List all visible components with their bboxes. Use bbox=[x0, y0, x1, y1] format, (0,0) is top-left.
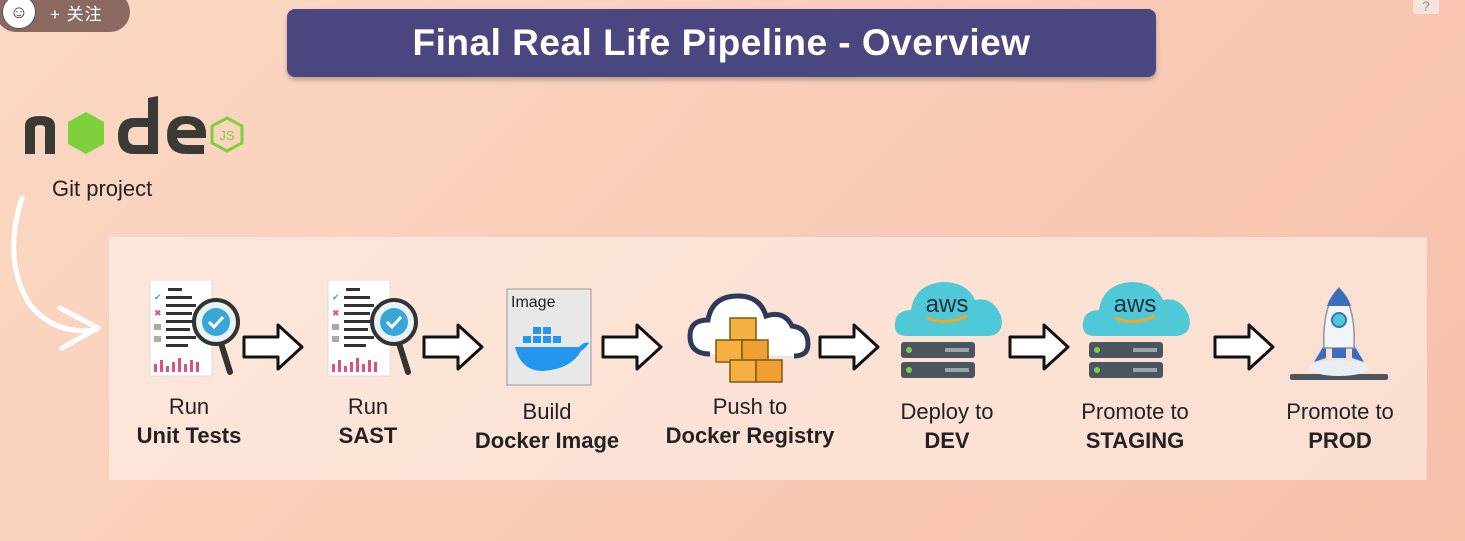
cloud-registry-icon bbox=[687, 293, 811, 383]
arrow-right-icon bbox=[242, 323, 304, 371]
step-label-line1: Deploy to bbox=[900, 399, 994, 424]
step-promote-prod: Promote to PROD bbox=[1260, 397, 1420, 455]
step-label-line1: Promote to bbox=[1081, 399, 1189, 424]
step-label-line1: Run bbox=[347, 394, 389, 419]
step-label-line1: Push to bbox=[712, 394, 788, 419]
aws-caption: aws bbox=[926, 291, 969, 318]
aws-server-icon: aws bbox=[894, 282, 1002, 378]
arrow-right-icon bbox=[1008, 323, 1070, 371]
page-title: Final Real Life Pipeline - Overview bbox=[412, 22, 1031, 63]
step-build-docker-image: Build Docker Image bbox=[457, 397, 637, 455]
svg-text:✖: ✖ bbox=[332, 308, 340, 318]
step-push-docker-registry: Push to Docker Registry bbox=[650, 392, 850, 450]
svg-text:✔: ✔ bbox=[332, 292, 340, 302]
arrow-right-icon bbox=[818, 323, 880, 371]
step-label-line2: Docker Registry bbox=[665, 423, 835, 448]
step-label-line2: Unit Tests bbox=[136, 423, 242, 448]
avatar: ☺ bbox=[2, 0, 36, 29]
curved-arrow-icon bbox=[11, 195, 101, 351]
step-run-unit-tests: Run Unit Tests bbox=[109, 392, 269, 450]
logo-badge: JS bbox=[219, 128, 235, 143]
step-label-line1: Promote to bbox=[1286, 399, 1394, 424]
arrow-right-icon bbox=[422, 323, 484, 371]
step-label-line2: SAST bbox=[338, 423, 398, 448]
title-banner: Final Real Life Pipeline - Overview bbox=[287, 9, 1156, 77]
step-label-line1: Run bbox=[168, 394, 210, 419]
help-icon[interactable]: ? bbox=[1413, 0, 1439, 14]
follow-label: + 关注 bbox=[50, 4, 103, 24]
step-label-line1: Build bbox=[522, 399, 572, 424]
step-label-line2: Docker Image bbox=[474, 428, 620, 453]
step-run-sast: Run SAST bbox=[298, 392, 438, 450]
arrow-right-icon bbox=[1213, 323, 1275, 371]
source-label: Git project bbox=[52, 176, 153, 201]
test-report-icon: ✔ ✖ bbox=[327, 280, 418, 377]
step-label-line2: PROD bbox=[1308, 428, 1372, 453]
test-report-icon: ✔ ✖ bbox=[149, 280, 240, 377]
aws-server-icon: aws bbox=[1082, 282, 1190, 378]
svg-text:✖: ✖ bbox=[154, 308, 162, 318]
step-label-line2: DEV bbox=[924, 428, 970, 453]
step-promote-staging: Promote to STAGING bbox=[1055, 397, 1215, 455]
arrow-right-icon bbox=[601, 323, 663, 371]
rocket-icon bbox=[1290, 286, 1388, 380]
docker-image-caption: Image bbox=[511, 294, 556, 311]
step-deploy-dev: Deploy to DEV bbox=[872, 397, 1022, 455]
follow-button[interactable]: ☺ + 关注 bbox=[0, 0, 130, 32]
docker-image-icon: Image bbox=[506, 288, 592, 386]
nodejs-logo: JS bbox=[25, 96, 244, 154]
aws-caption: aws bbox=[1114, 291, 1157, 318]
svg-text:✔: ✔ bbox=[154, 292, 162, 302]
step-label-line2: STAGING bbox=[1085, 428, 1185, 453]
